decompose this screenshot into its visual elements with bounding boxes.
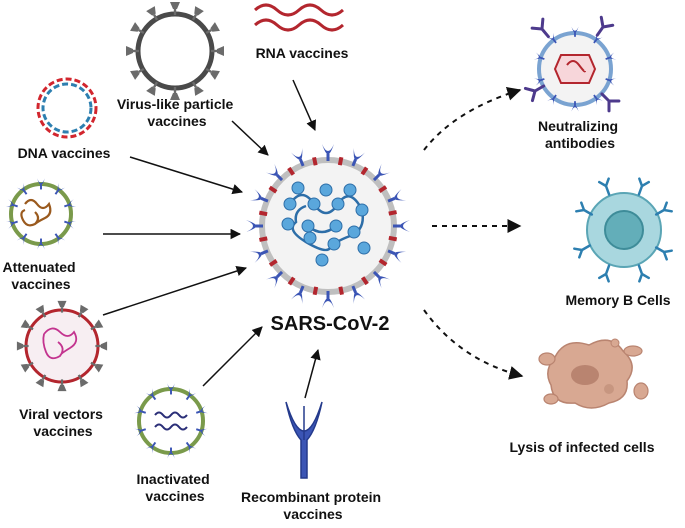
inactivated-virus-icon	[134, 383, 208, 459]
dna-plasmid-icon	[36, 77, 98, 139]
attenuated-vaccines-label: Attenuated vaccines	[2, 259, 79, 292]
vaccine-arrows	[102, 79, 321, 399]
lysis-label: Lysis of infected cells	[510, 439, 655, 455]
sars-cov-2-virus-icon	[246, 144, 410, 308]
memory-b-cell-icon	[573, 177, 673, 283]
sars-cov-2-label: SARS-CoV-2	[271, 313, 390, 335]
arrow-viral-vectors	[102, 265, 247, 316]
dna-vaccines-label: DNA vaccines	[18, 145, 111, 161]
spike-protein-icon	[285, 401, 323, 479]
recombinant-protein-vaccines-label: Recombinant protein vaccines	[241, 489, 385, 522]
arrow-vlp	[231, 120, 269, 156]
neutralized-virus-icon	[523, 15, 621, 113]
neutralizing-antibodies-label: Neutralizing antibodies	[538, 118, 622, 151]
arrow-dna	[129, 156, 244, 195]
arrow-neutralizing	[423, 87, 522, 151]
attenuated-virus-icon	[5, 178, 77, 250]
viral-vector-icon	[16, 300, 108, 392]
rna-vaccines-label: RNA vaccines	[256, 45, 349, 61]
virus-like-particle-icon	[126, 2, 224, 100]
arrow-lysis	[423, 309, 524, 380]
arrow-inactivated	[202, 326, 263, 387]
memory-b-cells-label: Memory B Cells	[565, 292, 670, 308]
rna-strands-icon	[253, 3, 345, 32]
arrow-recombinant	[304, 348, 321, 399]
lysed-cells-icon	[538, 338, 649, 409]
outcome-arrows	[423, 87, 524, 380]
inactivated-vaccines-label: Inactivated vaccines	[136, 471, 213, 504]
viral-vectors-vaccines-label: Viral vectors vaccines	[19, 406, 107, 439]
vlp-vaccines-label: Virus-like particle vaccines	[117, 96, 237, 129]
arrow-rna	[292, 79, 316, 131]
